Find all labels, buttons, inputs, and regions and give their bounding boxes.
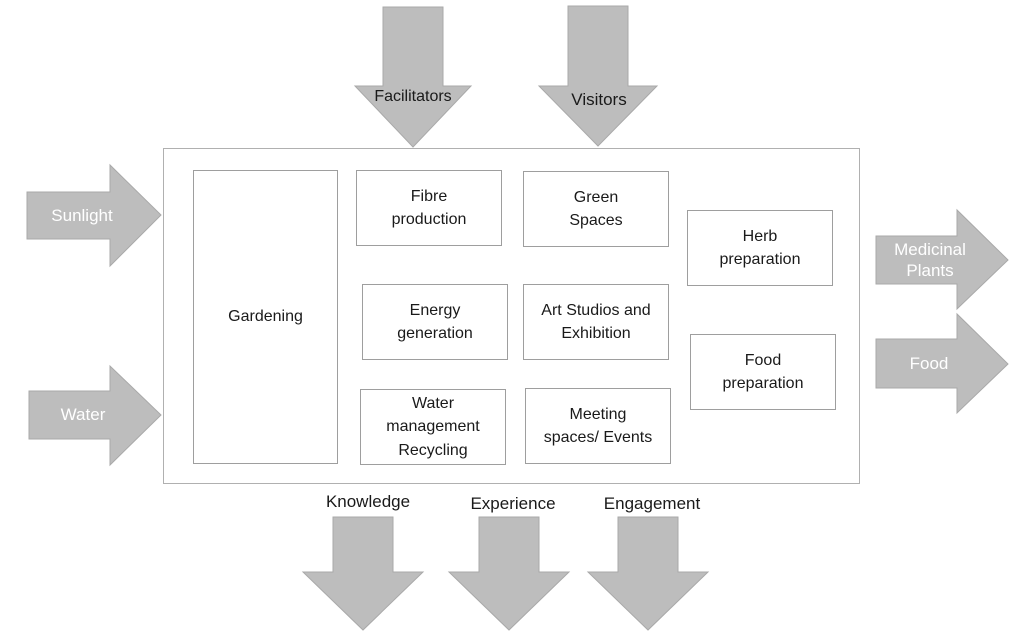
- water-management-label: Water management Recycling: [386, 395, 480, 459]
- energy-generation-box: Energy generation: [362, 284, 508, 360]
- gardening-label: Gardening: [228, 308, 303, 326]
- fibre-production-label: Fibre production: [391, 187, 467, 228]
- system-boundary: [163, 148, 860, 484]
- herb-preparation-label: Herb preparation: [719, 227, 801, 268]
- green-spaces-label: Green Spaces: [569, 188, 623, 229]
- engagement-arrow: [586, 516, 710, 631]
- gardening-box: Gardening: [193, 170, 338, 464]
- water-management-box: Water management Recycling: [360, 389, 506, 465]
- food-preparation-box: Food preparation: [690, 334, 836, 410]
- experience-arrow: [447, 516, 571, 631]
- art-studios-label: Art Studios and Exhibition: [541, 301, 651, 342]
- medicinal-plants-label: Medicinal Plants: [894, 239, 966, 280]
- energy-generation-label: Energy generation: [397, 301, 473, 342]
- visitors-label: Visitors: [571, 90, 627, 110]
- sunlight-arrow: [26, 163, 162, 268]
- meeting-spaces-box: Meeting spaces/ Events: [525, 388, 671, 464]
- food-preparation-label: Food preparation: [722, 351, 804, 392]
- visitors-arrow: [537, 5, 659, 147]
- water-label: Water: [60, 405, 106, 425]
- art-studios-box: Art Studios and Exhibition: [523, 284, 669, 360]
- facilitators-label: Facilitators: [374, 88, 452, 105]
- facilitators-arrow: [353, 6, 473, 148]
- green-spaces-box: Green Spaces: [523, 171, 669, 247]
- herb-preparation-box: Herb preparation: [687, 210, 833, 286]
- food-label: Food: [909, 353, 949, 373]
- fibre-production-box: Fibre production: [356, 170, 502, 246]
- experience-label: Experience: [470, 494, 556, 514]
- knowledge-arrow: [301, 516, 425, 631]
- knowledge-label: Knowledge: [325, 492, 411, 512]
- medicinal-plants-arrow: [875, 208, 1009, 311]
- meeting-spaces-label: Meeting spaces/ Events: [543, 405, 653, 446]
- food-arrow: [875, 312, 1009, 415]
- water-arrow: [28, 364, 162, 467]
- engagement-label: Engagement: [603, 494, 701, 514]
- sunlight-label: Sunlight: [51, 205, 113, 225]
